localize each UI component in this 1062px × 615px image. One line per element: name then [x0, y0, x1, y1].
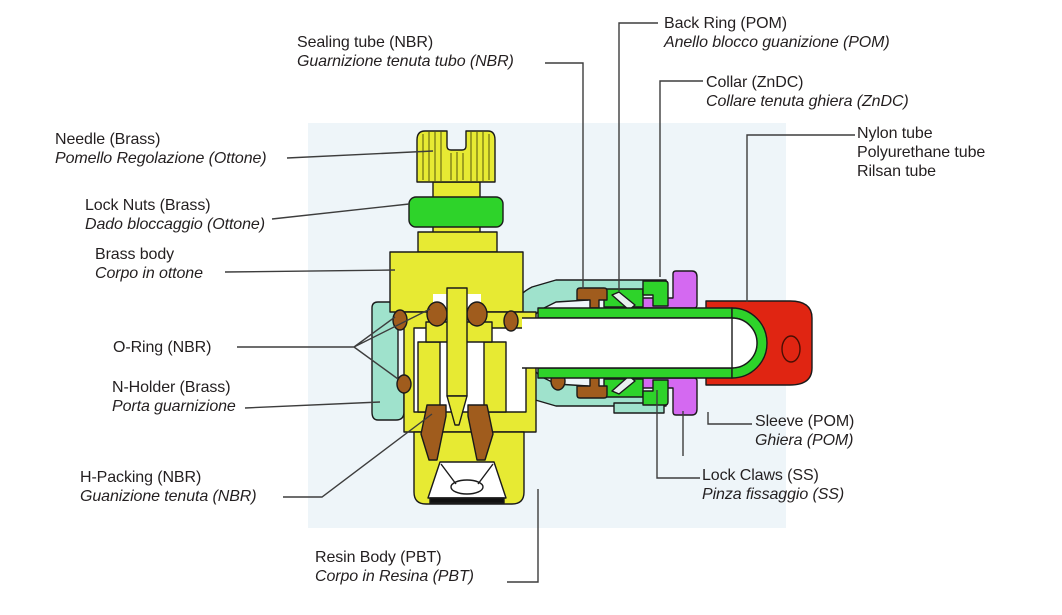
label-tube-line1: Nylon tube: [857, 125, 933, 142]
label-resin-body: Resin Body (PBT) Corpo in Resina (PBT): [315, 548, 474, 586]
needle-knob: [416, 130, 496, 183]
leader-sealing-tube: [545, 62, 584, 289]
label-tube-line3: Rilsan tube: [857, 163, 936, 180]
label-n-holder-en: N-Holder (Brass): [112, 379, 231, 396]
h-packing-left: [420, 404, 447, 461]
label-lock-nuts-en: Lock Nuts (Brass): [85, 197, 211, 214]
label-sealing-tube-it: Guarnizione tenuta tubo (NBR): [297, 53, 514, 70]
inner-wall-right: [483, 341, 507, 413]
leader-needle: [286, 150, 434, 159]
label-collar-it: Collare tenuta ghiera (ZnDC): [706, 93, 909, 110]
o-ring-top-right: [466, 301, 488, 327]
label-sleeve-it: Ghiera (POM): [755, 432, 854, 449]
h-packing-right: [467, 404, 494, 461]
leader-n-holder: [244, 401, 381, 409]
tube-channel-bottom: [537, 367, 733, 379]
tube-channel-top: [537, 307, 733, 319]
label-lock-claws: Lock Claws (SS) Pinza fissaggio (SS): [702, 466, 844, 504]
lock-claw-top: [611, 291, 636, 311]
inner-wall-left: [417, 341, 441, 413]
leader-brass-body: [224, 269, 396, 273]
needle-shaft: [446, 287, 468, 397]
leader-sleeve: [682, 411, 752, 456]
resin-body-bottom-step: [613, 402, 665, 414]
lock-nut: [408, 196, 504, 228]
label-tube-line2: Polyurethane tube: [857, 144, 986, 161]
leader-h-packing: [283, 413, 433, 498]
o-ring-side-right: [503, 310, 519, 332]
label-lock-claws-it: Pinza fissaggio (SS): [702, 486, 845, 503]
leader-lines: [224, 22, 855, 583]
label-h-packing-it: Guanizione tenuta (NBR): [80, 488, 257, 505]
o-ring-top-left: [426, 301, 448, 327]
label-sleeve-en: Sleeve (POM): [755, 413, 855, 430]
label-collar-en: Collar (ZnDC): [706, 74, 804, 91]
label-lock-nuts-it: Dado bloccaggio (Ottone): [85, 216, 265, 233]
label-resin-body-en: Resin Body (PBT): [315, 549, 442, 566]
label-brass-body-it: Corpo in ottone: [95, 265, 203, 282]
bore-edges: [522, 317, 732, 369]
label-back-ring: Back Ring (POM) Anello blocco guanizione…: [664, 14, 890, 52]
leader-o-ring: [237, 308, 431, 380]
label-collar: Collar (ZnDC) Collare tenuta ghiera (ZnD…: [706, 73, 909, 111]
cap-port-ellipse: [450, 479, 484, 495]
label-sealing-tube-en: Sealing tube (NBR): [297, 34, 434, 51]
label-needle: Needle (Brass) Pomello Regolazione (Otto…: [55, 130, 267, 168]
back-ring-top: [642, 280, 669, 307]
lock-claw-bottom: [611, 375, 636, 395]
label-n-holder-it: Porta guarnizione: [112, 398, 236, 415]
leader-resin-body: [507, 489, 539, 583]
label-h-packing-en: H-Packing (NBR): [80, 469, 202, 486]
back-ring-bottom: [642, 379, 669, 406]
needle-taper: [446, 395, 468, 426]
tube-end-bore: [781, 335, 801, 363]
leader-lock-claws: [656, 390, 700, 479]
label-o-ring: O-Ring (NBR): [113, 338, 211, 357]
tube-bore-cap: [731, 317, 758, 369]
leader-back-ring: [618, 22, 658, 291]
label-needle-en: Needle (Brass): [55, 131, 161, 148]
tube-bore: [522, 318, 732, 368]
label-o-ring-en: O-Ring (NBR): [113, 339, 212, 356]
label-brass-body: Brass body Corpo in ottone: [95, 245, 203, 283]
label-n-holder: N-Holder (Brass) Porta guarnizione: [112, 378, 236, 416]
leader-nylon-tube: [746, 134, 855, 302]
label-tube-types: Nylon tube Polyurethane tube Rilsan tube: [857, 124, 985, 181]
cap-base: [429, 497, 505, 504]
cap-interior-lines: [440, 463, 494, 485]
label-sleeve: Sleeve (POM) Ghiera (POM): [755, 412, 854, 450]
label-lock-nuts: Lock Nuts (Brass) Dado bloccaggio (Otton…: [85, 196, 265, 234]
leader-lock-nuts: [271, 203, 410, 220]
leader-collar: [659, 80, 703, 277]
label-lock-claws-en: Lock Claws (SS): [702, 467, 819, 484]
label-back-ring-it: Anello blocco guanizione (POM): [664, 34, 890, 51]
label-sealing-tube: Sealing tube (NBR) Guarnizione tenuta tu…: [297, 33, 514, 71]
label-brass-body-en: Brass body: [95, 246, 175, 263]
label-resin-body-it: Corpo in Resina (PBT): [315, 568, 474, 585]
brass-body-collar: [417, 231, 498, 253]
label-h-packing: H-Packing (NBR) Guanizione tenuta (NBR): [80, 468, 257, 506]
knob-knurling: [422, 132, 490, 181]
label-needle-it: Pomello Regolazione (Ottone): [55, 150, 267, 167]
o-ring-lower-left: [396, 374, 412, 394]
label-back-ring-en: Back Ring (POM): [664, 15, 787, 32]
